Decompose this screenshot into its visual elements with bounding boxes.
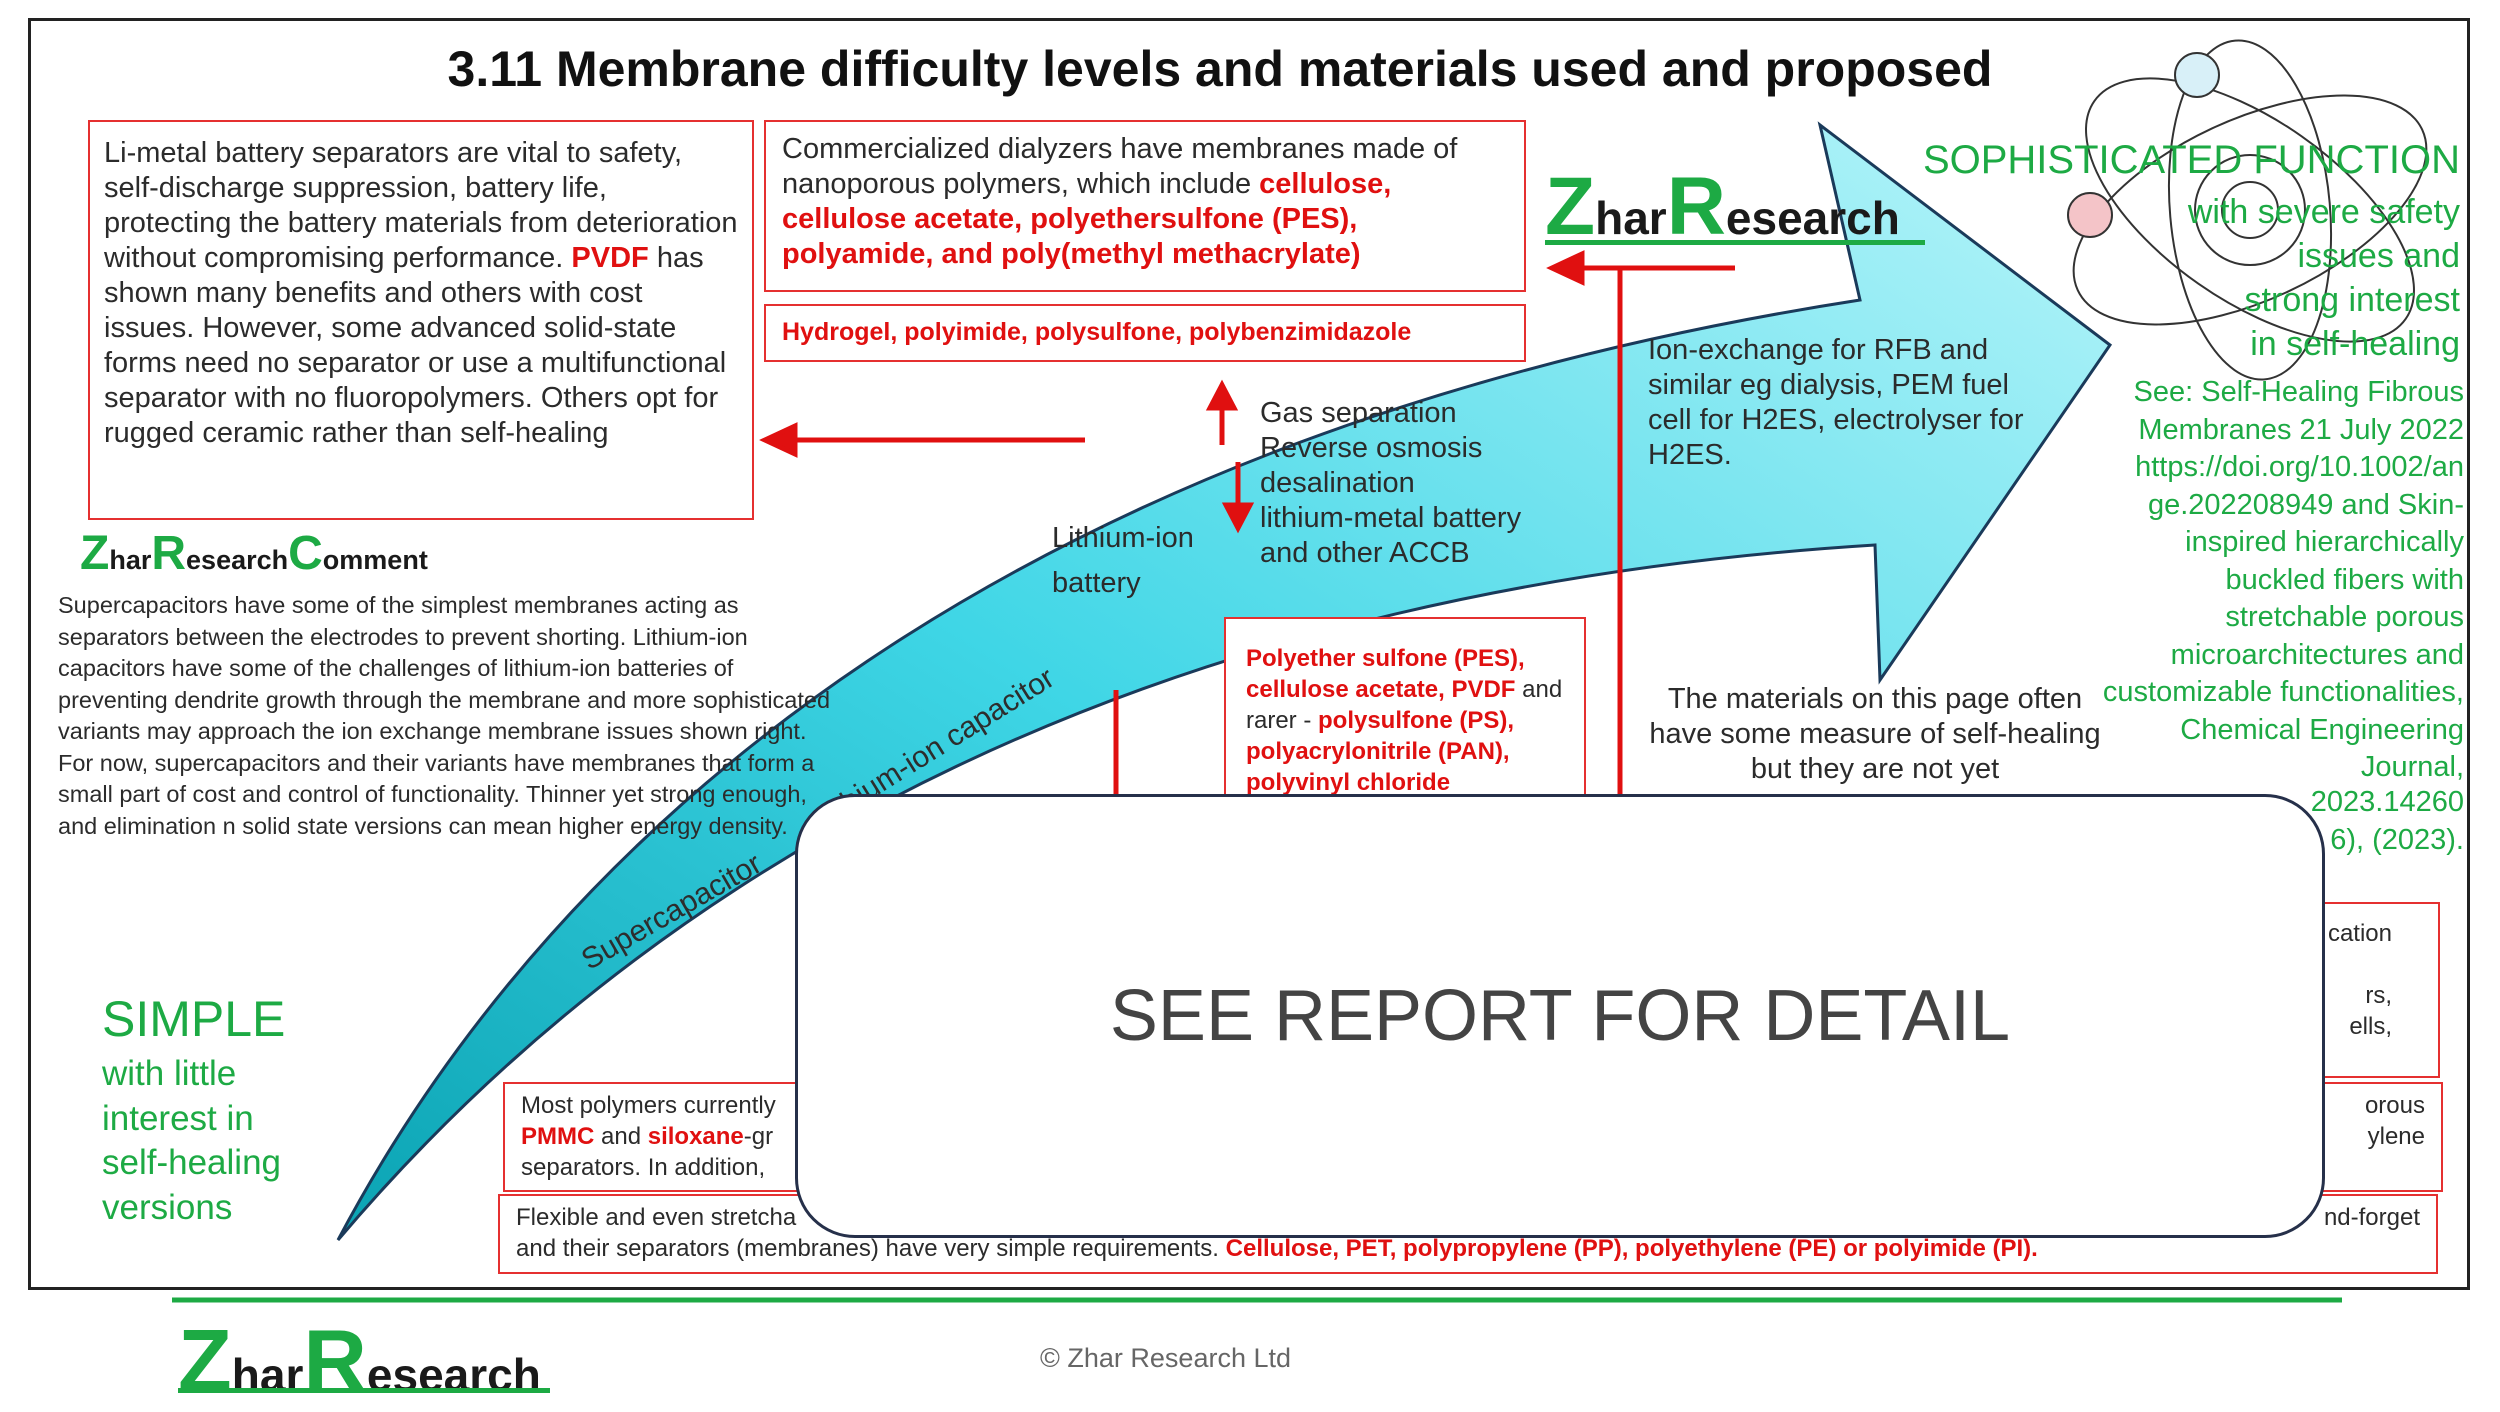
see-report-text: SEE REPORT FOR DETAIL <box>1109 976 2011 1056</box>
atom-icon <box>2067 39 2428 381</box>
materials-self-healing-text: The materials on this page often have so… <box>1649 683 2101 785</box>
sophisticated-subtext: with severe safety issues and strong int… <box>2187 193 2460 363</box>
footer-logo-underline <box>178 1388 550 1393</box>
page-title: 3.11 Membrane difficulty levels and mate… <box>447 41 1993 97</box>
ion-exchange-text: Ion-exchange for RFB and similar eg dial… <box>1648 334 2024 471</box>
lithium-ion-battery-label: Lithium-ion battery <box>1052 522 1194 599</box>
copyright: © Zhar Research Ltd <box>1040 1343 1292 1373</box>
sophisticated-heading: SOPHISTICATED FUNCTION <box>1922 138 2460 182</box>
difficulty-arrow <box>336 121 2113 1241</box>
logo-underline <box>1545 240 1925 245</box>
pes-materials-box: Polyether sulfone (PES), cellulose aceta… <box>1224 617 1586 797</box>
gas-separation-text: Gas separation Reverse osmosis desalinat… <box>1260 397 1522 569</box>
diagram-frame <box>28 18 2470 1290</box>
sophisticated-references: See: Self-Healing Fibrous Membranes 21 J… <box>2102 376 2464 783</box>
zhar-research-logo-footer: ZharResearch <box>178 1311 541 1410</box>
hydrogel-box: Hydrogel, polyimide, polysulfone, polybe… <box>764 304 1526 362</box>
reference-tail-1: 2023.14260 <box>2310 786 2464 818</box>
zhar-research-logo-top: ZharResearch <box>1545 161 1900 252</box>
zhar-research-comment-logo: ZharResearchComment <box>80 527 428 580</box>
comment-text: Supercapacitors have some of the simples… <box>58 592 831 839</box>
see-report-overlay[interactable]: SEE REPORT FOR DETAIL <box>795 794 2325 1238</box>
li-metal-separator-box: Li-metal battery separators are vital to… <box>88 120 754 520</box>
simple-heading: SIMPLE <box>102 991 286 1047</box>
reference-tail-2: 6), (2023). <box>2330 824 2464 856</box>
dialyzer-box: Commercialized dialyzers have membranes … <box>764 120 1526 292</box>
simple-subtext: with little interest in self-healing ver… <box>102 1054 281 1227</box>
